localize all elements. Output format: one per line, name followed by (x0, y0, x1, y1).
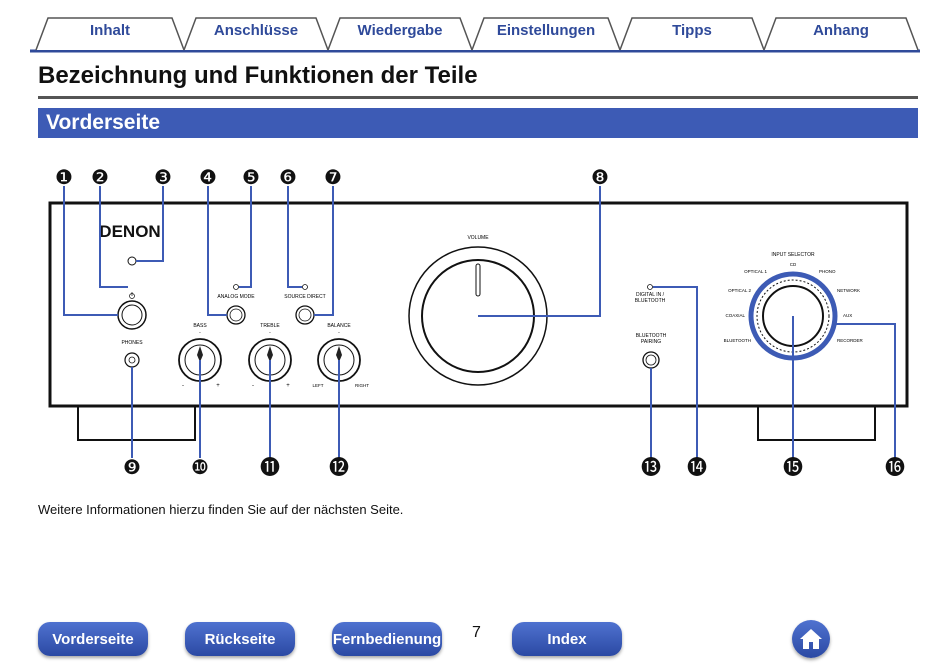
balance-right-label: RIGHT (355, 383, 369, 388)
bass-minus: - (182, 383, 184, 389)
callout-11: ⓫ (260, 456, 280, 479)
tab-bar: Inhalt Anschlüsse Wiedergabe Einstellung… (0, 0, 950, 56)
bt-pairing-button-inner (645, 354, 657, 366)
bt-pairing-label-line2: PAIRING (641, 339, 661, 345)
nav-rear-button[interactable]: Rückseite (185, 622, 295, 656)
input-aux: AUX (843, 313, 852, 318)
nav-front-button[interactable]: Vorderseite (38, 622, 148, 656)
callout-14: ⓮ (687, 456, 707, 479)
input-recorder: RECORDER (837, 338, 864, 343)
analog-mode-button-inner (229, 308, 243, 322)
input-coaxial: COAXIAL (725, 313, 745, 318)
analog-mode-indicator (233, 284, 239, 290)
page-number: 7 (472, 624, 481, 641)
volume-knob-pointer (475, 263, 481, 297)
bass-label: BASS (193, 323, 207, 329)
source-direct-button-inner (298, 308, 312, 322)
volume-label: VOLUME (467, 235, 489, 241)
bt-pairing-label-line1: BLUETOOTH (636, 333, 667, 339)
input-bluetooth: BLUETOOTH (724, 338, 751, 343)
treble-minus: - (252, 383, 254, 389)
callout-4: ❹ (199, 167, 217, 189)
section-title: Vorderseite (46, 111, 160, 134)
callout-2: ❷ (91, 167, 109, 189)
brand-logo: DENON (99, 222, 160, 241)
balance-label: BALANCE (327, 323, 351, 329)
callout-7: ❼ (324, 167, 342, 189)
front-panel-diagram: DENON PHONES ANALOG MODE SOURCE DIRECT B… (48, 167, 909, 479)
home-button[interactable] (792, 620, 830, 658)
bass-center-mark: - (199, 330, 201, 336)
input-network: NETWORK (837, 288, 860, 293)
callout-8: ❽ (591, 167, 609, 189)
footnote: Weitere Informationen hierzu finden Sie … (38, 502, 404, 517)
power-indicator (127, 256, 137, 266)
section-header: Vorderseite (38, 108, 918, 138)
tab-wiedergabe[interactable]: Wiedergabe (357, 22, 443, 39)
balance-knob-pointer (336, 346, 342, 362)
tab-inhalt[interactable]: Inhalt (90, 22, 130, 39)
treble-center-mark: - (269, 330, 271, 336)
digital-in-label-line2: BLUETOOTH (635, 298, 666, 304)
treble-knob-pointer (267, 346, 273, 362)
callout-5: ❺ (242, 167, 260, 189)
callout-3: ❸ (154, 167, 172, 189)
treble-label: TREBLE (260, 323, 280, 329)
input-optical1: OPTICAL 1 (744, 269, 767, 274)
callout-16: ⓰ (885, 456, 905, 479)
title-divider (38, 96, 918, 99)
callout-1: ❶ (55, 167, 73, 189)
nav-index-button[interactable]: Index (512, 622, 622, 656)
right-foot (757, 406, 876, 441)
callout-9: ❾ (123, 457, 141, 479)
phones-jack-center (128, 356, 136, 364)
tab-tipps[interactable]: Tipps (672, 22, 712, 39)
tab-anhang[interactable]: Anhang (813, 22, 869, 39)
analog-mode-label: ANALOG MODE (217, 294, 255, 300)
input-cd: CD (790, 262, 797, 267)
digital-in-label-line1: DIGITAL IN / (636, 292, 665, 298)
source-direct-label: SOURCE DIRECT (284, 294, 325, 300)
power-symbol-icon (129, 292, 135, 299)
treble-plus: + (286, 383, 290, 389)
left-foot (77, 406, 196, 441)
balance-center-mark: - (338, 330, 340, 336)
callout-13: ⓭ (641, 456, 661, 479)
power-button-inner (121, 304, 143, 326)
callout-12: ⓬ (329, 456, 349, 479)
tab-einstellungen[interactable]: Einstellungen (496, 22, 596, 39)
tab-anschluesse[interactable]: Anschlüsse (213, 22, 299, 39)
input-selector-label: INPUT SELECTOR (771, 252, 815, 258)
callout-numbers: ❶ ❷ ❸ ❹ ❺ ❻ ❼ ❽ ❾ ❿ ⓫ ⓬ ⓭ ⓮ ⓯ ⓰ (55, 167, 905, 479)
input-phono: PHONO (819, 269, 836, 274)
callout-15: ⓯ (783, 456, 803, 479)
bass-plus: + (216, 383, 220, 389)
bass-knob-pointer (197, 346, 203, 362)
callout-leader-lines (63, 186, 896, 458)
source-direct-indicator (302, 284, 308, 290)
phones-label: PHONES (121, 340, 143, 346)
callout-10: ❿ (191, 457, 209, 479)
callout-6: ❻ (279, 167, 297, 189)
digital-in-indicator (647, 284, 653, 290)
home-icon (800, 629, 822, 649)
nav-remote-button[interactable]: Fernbedienung (332, 622, 442, 656)
page-title: Bezeichnung und Funktionen der Teile (38, 62, 478, 89)
tab-bar-outline (30, 17, 920, 53)
input-optical2: OPTICAL 2 (728, 288, 751, 293)
balance-left-label: LEFT (312, 383, 323, 388)
